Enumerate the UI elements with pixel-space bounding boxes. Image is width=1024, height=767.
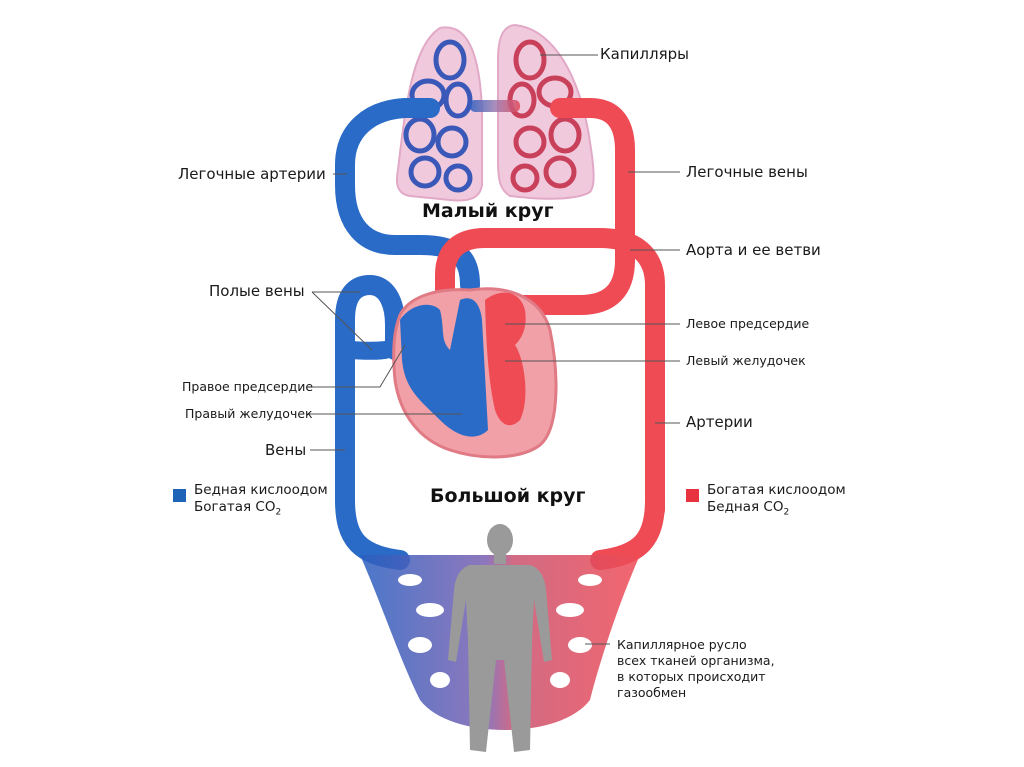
vena-cava-superior-vessel [335,274,405,510]
aorta-vessel [435,228,665,520]
leader-venae-cavae-2 [311,291,373,351]
legend-oxygenated-sub: 2 [783,507,790,518]
pulmonary-circuit-title: Малый круг [422,200,554,222]
human-body [448,565,552,752]
left-heart-chambers [485,292,526,426]
legend-deoxygenated: Бедная кислоодом Богатая CO2 [173,482,328,522]
legend-deoxygenated-sub: 2 [275,507,282,518]
lung-connector-vessel [470,100,520,112]
legend-oxygenated: Богатая кислоодом Бедная CO2 [686,482,846,522]
legend-oxygenated-line2: Бедная CO2 [707,499,846,522]
legend-oxygenated-co: Бедная CO [707,499,784,515]
capillary-bed-gaps [398,574,602,688]
capillary-bed-caption: Капиллярное русло всех тканей организма,… [617,637,775,701]
systemic-artery-vessel [590,490,665,570]
capillary-bed-line-4: газообмен [617,685,687,700]
label-left-atrium: Левое предсердие [686,316,810,331]
label-right-ventricle: Правый желудочек [185,406,313,421]
human-head [487,524,513,556]
label-arteries: Артерии [686,413,753,431]
pulmonary-vein-vessel [495,98,635,315]
heart [392,287,558,459]
legend-deoxygenated-line2: Богатая CO2 [194,499,328,522]
label-venae-cavae: Полые вены [209,282,305,300]
lungs [395,23,595,202]
label-left-ventricle: Левый желудочек [686,353,806,368]
legend-deoxygenated-co: Богатая CO [194,499,276,515]
label-aorta: Аорта и ее ветви [686,241,821,259]
right-heart-chambers [400,298,488,437]
capillary-bed-line-3: в которых происходит [617,669,766,684]
capillary-bed-line-2: всех тканей организма, [617,653,775,668]
systemic-circuit-title: Большой круг [430,485,586,507]
human-silhouette [448,524,552,752]
label-pulmonary-arteries: Легочные артерии [178,165,326,183]
vena-cava-inferior-vessel [336,341,394,360]
legend-deoxygenated-line1: Бедная кислоодом [194,482,328,498]
label-veins: Вены [265,441,307,459]
human-neck [494,554,506,564]
legend-oxygenated-line1: Богатая кислоодом [707,482,846,498]
label-capillaries: Капилляры [600,45,689,63]
label-pulmonary-veins: Легочные вены [686,163,808,181]
systemic-vein-vessel [335,490,410,570]
left-lung-capillaries [403,39,473,193]
legend-swatch-blue [173,489,186,502]
capillary-bed-line-1: Капиллярное русло [617,637,747,652]
legend-swatch-red [686,489,699,502]
right-lung-capillaries [507,39,582,193]
leader-right-atrium [307,344,406,388]
label-right-atrium: Правое предсердие [182,379,314,394]
leader-lines [307,54,680,645]
